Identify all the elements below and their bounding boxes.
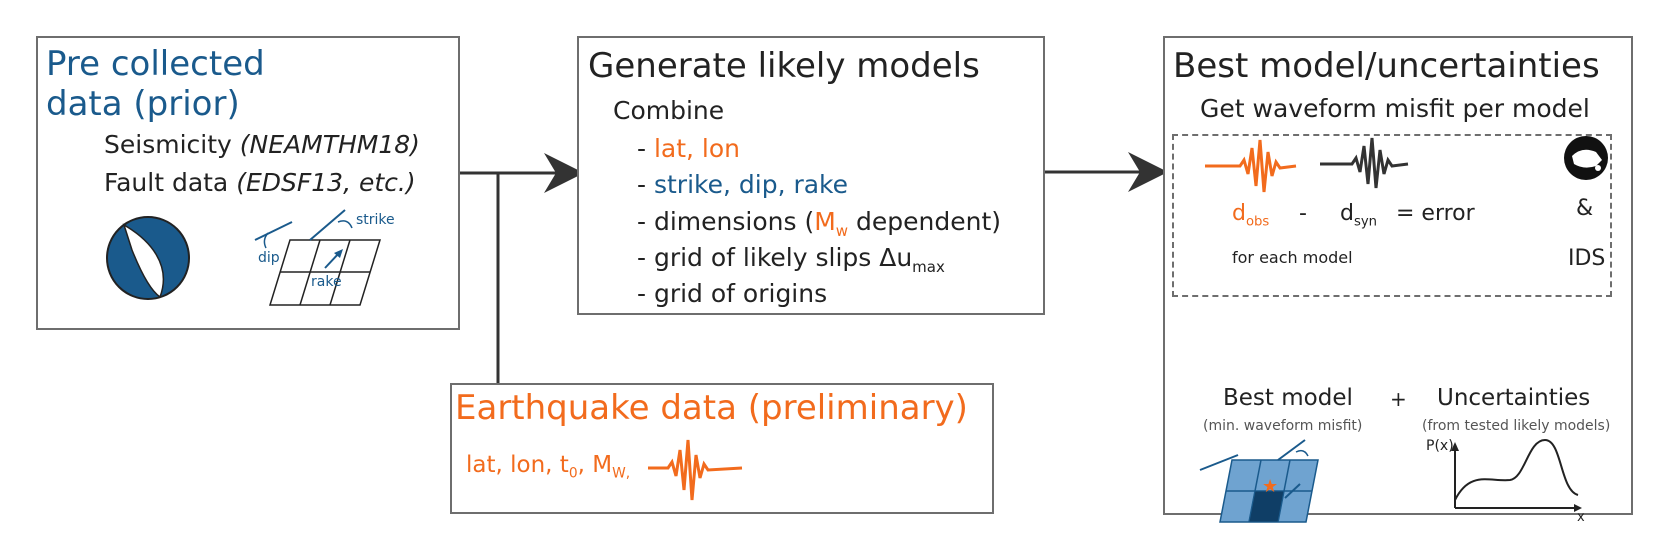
px-axis-label: P(x) xyxy=(1426,438,1454,454)
item-origins: - grid of origins xyxy=(637,279,828,308)
prior-data-title-line1: Pre collected xyxy=(46,44,265,84)
dobs-label: dobs xyxy=(1232,201,1270,230)
plus-sign: + xyxy=(1390,387,1407,411)
strike-label: strike xyxy=(356,212,395,228)
misfit-subtitle: Get waveform misfit per model xyxy=(1200,94,1590,123)
fault-data-label: Fault data xyxy=(104,168,229,197)
equals-error-label: = error xyxy=(1396,201,1475,226)
x-axis-label: x xyxy=(1577,510,1585,525)
ids-label: IDS xyxy=(1568,246,1606,271)
item-slips: - grid of likely slips Δumax xyxy=(637,243,945,276)
generate-models-title: Generate likely models xyxy=(588,46,980,86)
ampersand-label: & xyxy=(1576,196,1594,221)
best-model-box xyxy=(1163,36,1633,515)
item-strike-dip-rake: - strike, dip, rake xyxy=(637,170,849,199)
fault-data-row: Fault data (EDSF13, etc.) xyxy=(104,168,416,197)
misfit-dashed-region xyxy=(1172,134,1612,297)
minus-sign: - xyxy=(1299,201,1307,226)
seismicity-source: (NEAMTHM18) xyxy=(239,130,420,159)
best-model-note: (min. waveform misfit) xyxy=(1203,418,1363,434)
seismicity-row: Seismicity (NEAMTHM18) xyxy=(104,130,420,159)
seismicity-label: Seismicity xyxy=(104,130,232,159)
combine-label: Combine xyxy=(613,96,725,125)
item-dimensions: - dimensions (Mw dependent) xyxy=(637,207,1002,240)
dip-label: dip xyxy=(258,250,280,266)
generate-models-box xyxy=(577,36,1045,315)
fault-data-source: (EDSF13, etc.) xyxy=(236,168,416,197)
for-each-model-label: for each model xyxy=(1232,248,1353,267)
uncertainties-label: Uncertainties xyxy=(1437,385,1591,411)
best-model-title: Best model/uncertainties xyxy=(1173,46,1600,86)
item-lat-lon: - lat, lon xyxy=(637,134,741,163)
prior-data-title-line2: data (prior) xyxy=(46,84,240,124)
uncertainties-note: (from tested likely models) xyxy=(1422,418,1611,434)
earthquake-data-title: Earthquake data (preliminary) xyxy=(455,388,968,428)
mw-symbol: Mw xyxy=(814,207,849,240)
earthquake-params: lat, lon, t0, MW, xyxy=(466,452,631,482)
best-model-label: Best model xyxy=(1223,385,1353,411)
dsyn-label: dsyn xyxy=(1340,201,1378,230)
rake-label: rake xyxy=(311,274,342,290)
